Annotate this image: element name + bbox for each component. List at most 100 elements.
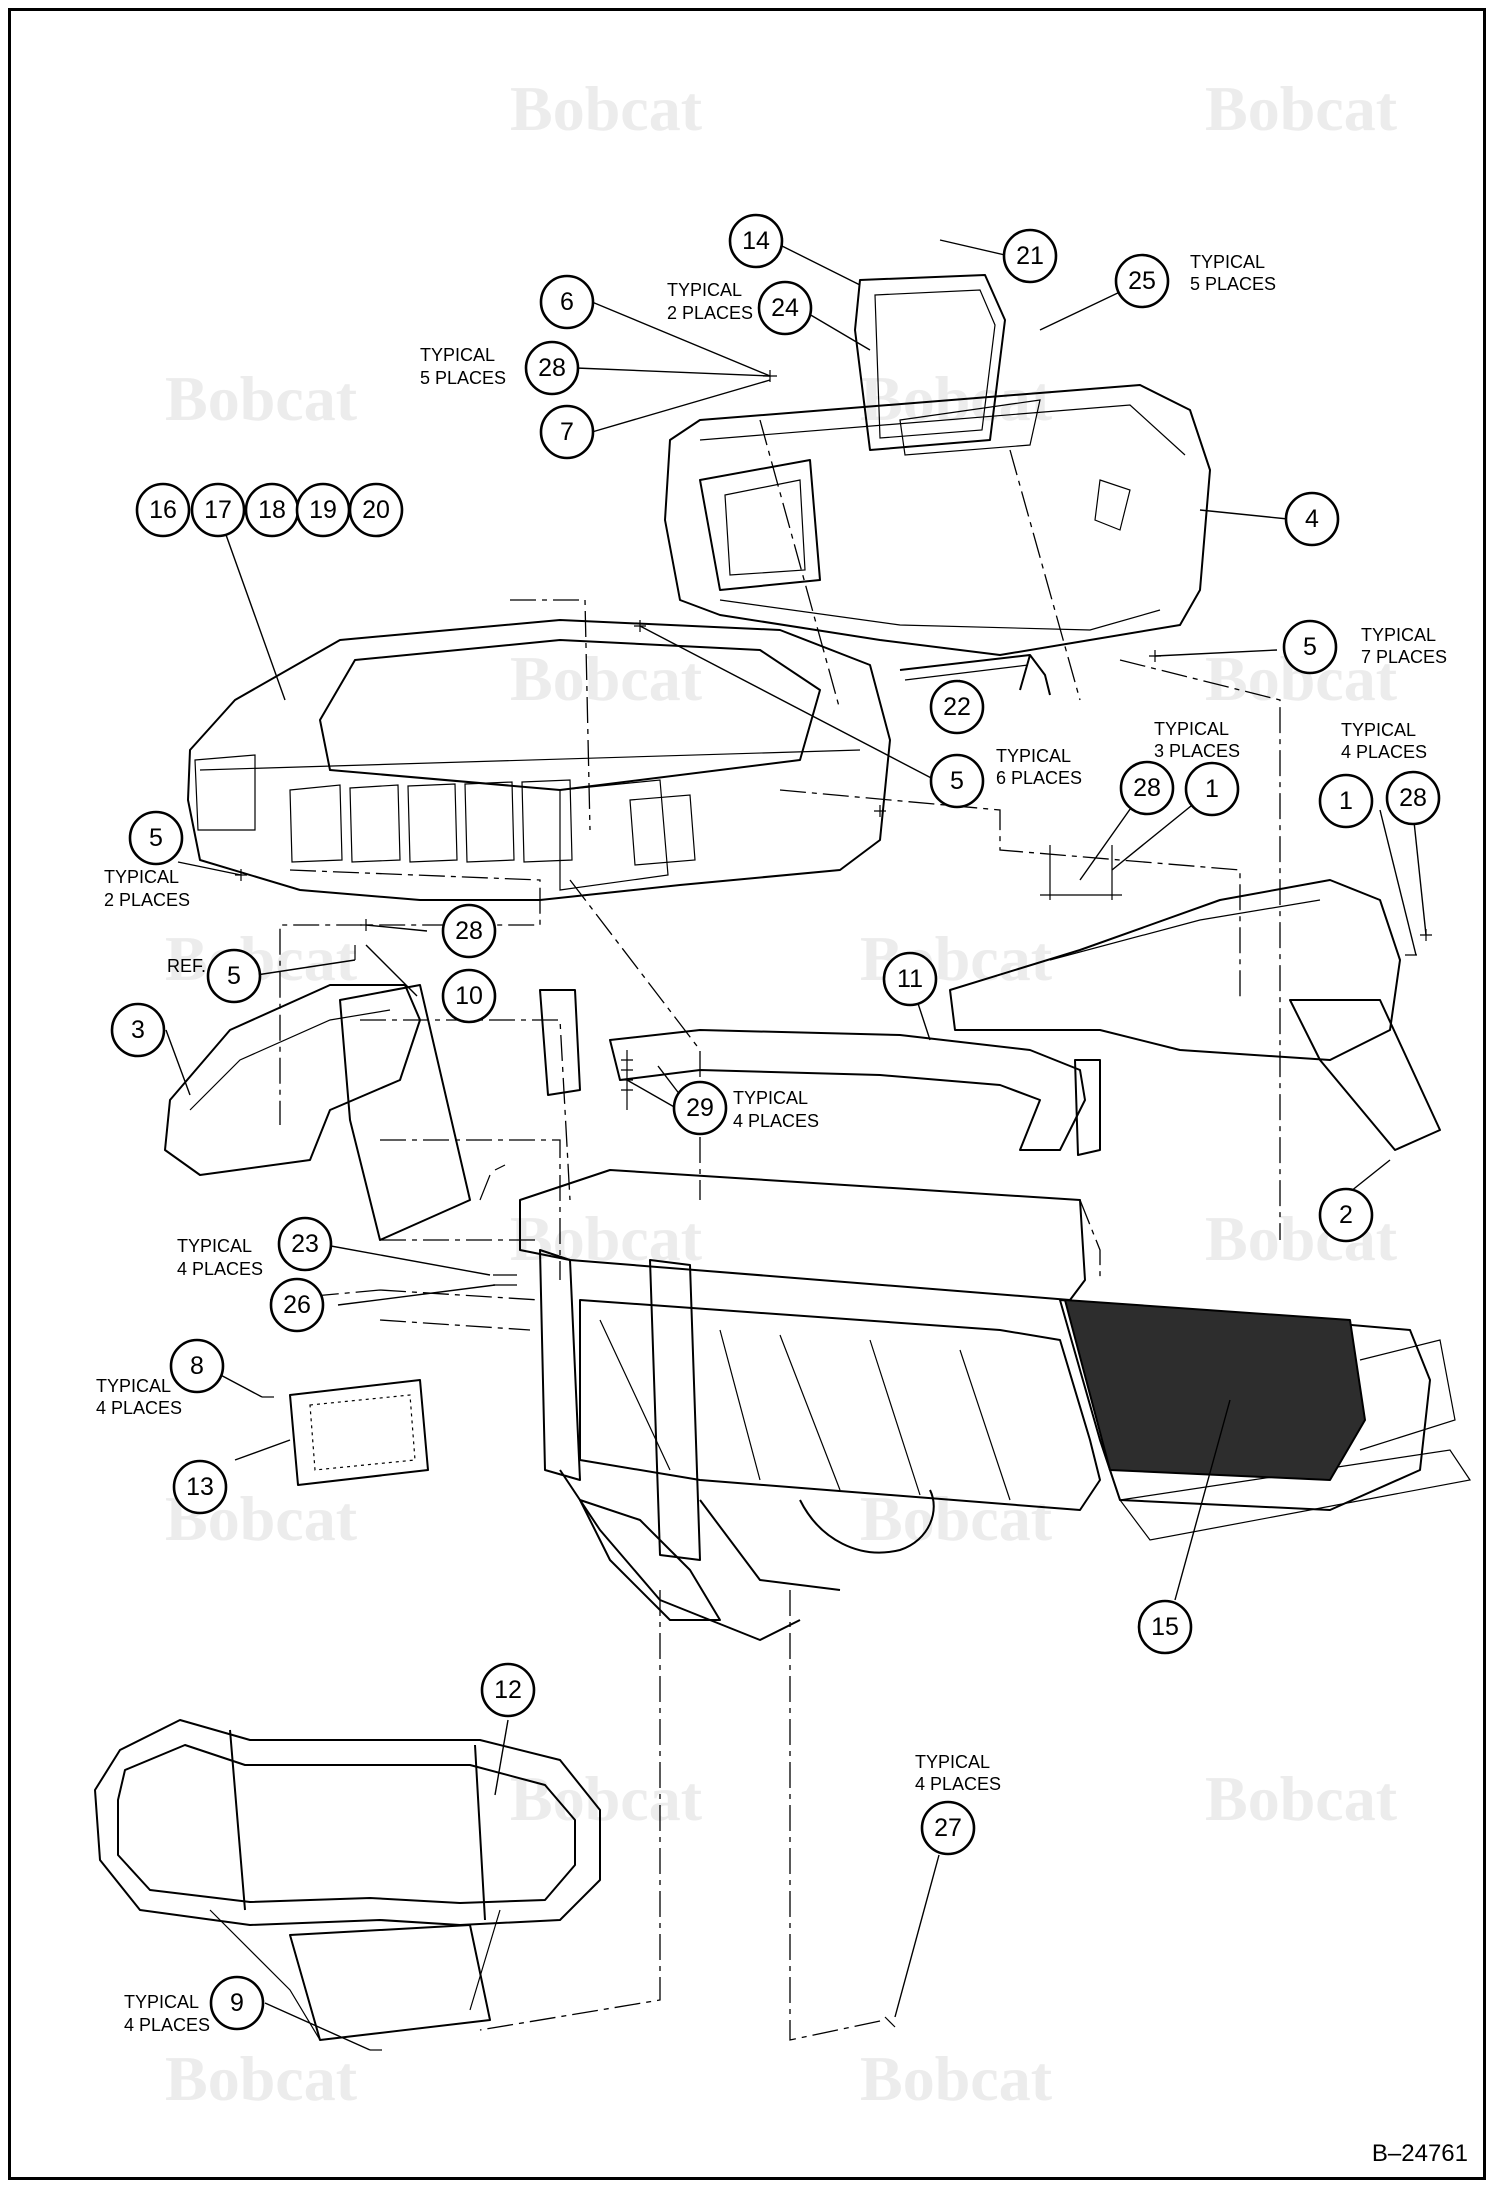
svg-text:7 PLACES: 7 PLACES [1361,647,1447,667]
callout-25: 25 [1114,253,1170,309]
callout-15: 15 [1137,1599,1193,1655]
callout-26: 26 [269,1277,325,1333]
svg-text:5: 5 [1303,633,1317,661]
svg-text:REF.: REF. [167,956,206,976]
svg-text:7: 7 [560,418,574,446]
note-ref: REF. [167,956,206,976]
svg-text:Bobcat: Bobcat [1205,1763,1398,1834]
callout-5-ref: 5 [206,948,262,1004]
watermark: Bobcat [860,363,1053,434]
note-5-places-top-right: TYPICAL 5 PLACES [1190,252,1276,294]
watermark: Bobcat [165,2043,358,2114]
note-4-places-23: TYPICAL 4 PLACES [177,1236,263,1279]
svg-text:28: 28 [455,917,483,945]
svg-text:29: 29 [686,1094,714,1122]
callout-21: 21 [1002,228,1058,284]
svg-text:Bobcat: Bobcat [510,643,703,714]
note-4-places-right: TYPICAL 4 PLACES [1341,720,1427,762]
callout-1-right: 1 [1318,773,1374,829]
callout-6: 6 [539,274,595,330]
part-grille [289,1379,429,1486]
watermark: Bobcat [1205,1763,1398,1834]
watermark: Bobcat [860,2043,1053,2114]
callout-28-top: 28 [524,340,580,396]
svg-text:3: 3 [131,1016,145,1044]
part-bumper-bar [539,989,1101,1156]
svg-text:24: 24 [771,294,799,322]
svg-text:5: 5 [149,824,163,852]
svg-text:2 PLACES: 2 PLACES [104,890,190,910]
callout-9: 9 [209,1975,265,2031]
note-4-places-29: TYPICAL 4 PLACES [733,1088,819,1131]
svg-text:1: 1 [1205,775,1219,803]
svg-text:Bobcat: Bobcat [165,363,358,434]
watermark: Bobcat [510,643,703,714]
note-4-places-27: TYPICAL 4 PLACES [915,1752,1001,1794]
svg-text:22: 22 [943,693,971,721]
callout-18: 18 [244,482,300,538]
callout-5-mid: 5 [929,753,985,809]
svg-text:3 PLACES: 3 PLACES [1154,741,1240,761]
note-2-places-left: TYPICAL 2 PLACES [104,867,190,910]
svg-text:TYPICAL: TYPICAL [1341,720,1416,740]
svg-text:27: 27 [934,1814,962,1842]
callout-12: 12 [480,1662,536,1718]
callout-10: 10 [441,968,497,1024]
callout-1-mid: 1 [1184,761,1240,817]
callout-11: 11 [882,951,938,1007]
svg-text:15: 15 [1151,1613,1179,1641]
svg-text:Bobcat: Bobcat [860,2043,1053,2114]
svg-text:10: 10 [455,982,483,1010]
svg-text:TYPICAL: TYPICAL [733,1088,808,1108]
callout-29: 29 [672,1080,728,1136]
callout-13: 13 [172,1459,228,1515]
svg-text:TYPICAL: TYPICAL [420,345,495,365]
watermark: Bobcat [860,1483,1053,1554]
svg-text:5: 5 [950,767,964,795]
svg-text:9: 9 [230,1989,244,2017]
part-handle-bracket [899,654,1051,696]
part-frame [519,1169,1472,1641]
svg-text:Bobcat: Bobcat [510,1763,703,1834]
callout-2: 2 [1318,1187,1374,1243]
svg-text:6: 6 [560,288,574,316]
part-hood [187,619,891,901]
watermark: Bobcat [165,923,358,994]
callout-17: 17 [190,482,246,538]
note-4-places-9: TYPICAL 4 PLACES [124,1992,210,2035]
callout-28-mid: 28 [1119,760,1175,816]
svg-text:Bobcat: Bobcat [1205,73,1398,144]
callout-20: 20 [348,482,404,538]
part-left-fender [164,984,471,1241]
note-4-places-8: TYPICAL 4 PLACES [96,1376,182,1418]
watermark: Bobcat [1205,73,1398,144]
svg-text:4 PLACES: 4 PLACES [733,1111,819,1131]
svg-text:14: 14 [742,227,770,255]
watermark-layer: Bobcat Bobcat Bobcat Bobcat Bobcat Bobca… [165,73,1398,2114]
callout-27: 27 [920,1800,976,1856]
svg-text:5 PLACES: 5 PLACES [1190,274,1276,294]
watermark: Bobcat [510,73,703,144]
svg-text:Bobcat: Bobcat [510,73,703,144]
svg-text:Bobcat: Bobcat [860,363,1053,434]
svg-text:6 PLACES: 6 PLACES [996,768,1082,788]
part-right-fender [949,879,1441,1151]
svg-text:TYPICAL: TYPICAL [1190,252,1265,272]
part-brush-guard [94,1719,601,2041]
svg-text:TYPICAL: TYPICAL [96,1376,171,1396]
part-floor-mat [1064,1299,1456,1481]
callout-24: 24 [757,280,813,336]
svg-text:26: 26 [283,1291,311,1319]
svg-text:4: 4 [1305,505,1319,533]
svg-text:5 PLACES: 5 PLACES [420,368,506,388]
svg-text:5: 5 [227,962,241,990]
svg-text:4 PLACES: 4 PLACES [1341,742,1427,762]
note-6-places: TYPICAL 6 PLACES [996,746,1082,788]
svg-text:16: 16 [149,496,177,524]
alignment-lines [269,419,1281,2041]
svg-text:8: 8 [190,1352,204,1380]
svg-text:20: 20 [362,496,390,524]
svg-text:4 PLACES: 4 PLACES [915,1774,1001,1794]
svg-text:12: 12 [494,1676,522,1704]
